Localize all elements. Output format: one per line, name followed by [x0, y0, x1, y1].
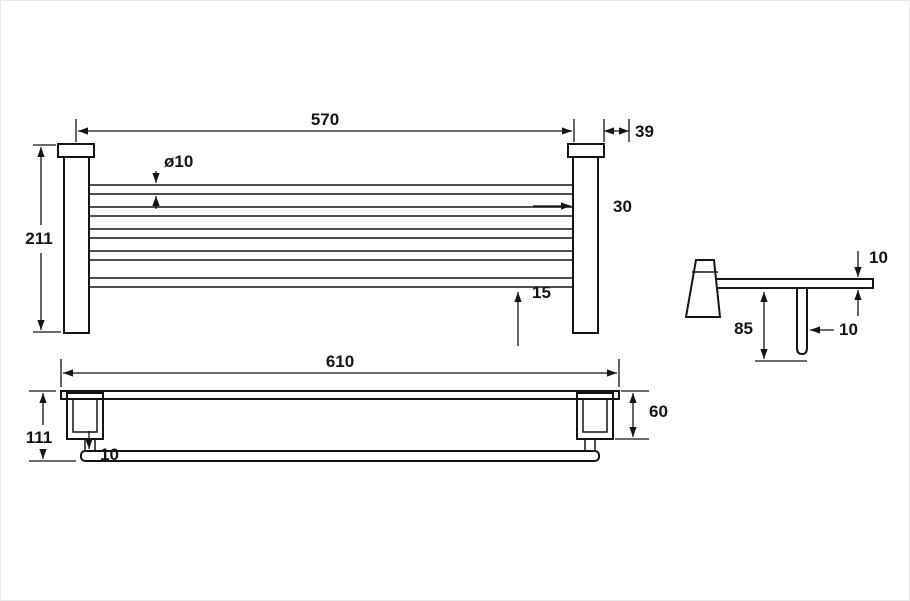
- rail-bars: [89, 184, 573, 288]
- side-view: 10 85 10: [684, 248, 888, 362]
- shelf-edge: [60, 390, 620, 400]
- left-post-cap: [57, 143, 95, 158]
- dim-label-15: 15: [532, 283, 551, 302]
- dim-front-height: 211: [25, 144, 61, 333]
- dim-front-width: 570: [75, 110, 575, 142]
- plan-view: 610 111 60 10: [26, 352, 668, 464]
- dim-rail-gap: 15: [514, 283, 551, 346]
- dim-label-85: 85: [734, 319, 753, 338]
- dim-label-39: 39: [635, 122, 654, 141]
- right-bracket-inner: [582, 398, 608, 433]
- dim-label-diameter: ø10: [164, 152, 193, 171]
- dim-label-side-10-bar: 10: [839, 320, 858, 339]
- dim-plan-depth: 111: [26, 390, 76, 462]
- dim-label-211: 211: [25, 229, 52, 248]
- dim-side-bar-width: 10: [810, 320, 858, 339]
- dim-bar-diameter: ø10: [152, 152, 193, 209]
- wall-bracket: [684, 259, 722, 318]
- right-post-cap: [567, 143, 605, 158]
- left-post: [63, 156, 90, 334]
- dim-label-60: 60: [649, 402, 668, 421]
- dim-plan-bar: 10: [85, 431, 119, 464]
- dim-label-plan-10: 10: [100, 445, 119, 464]
- dim-label-610: 610: [326, 352, 354, 371]
- dim-plan-width: 610: [60, 352, 620, 387]
- right-post: [572, 156, 599, 334]
- dim-label-111: 111: [26, 428, 53, 447]
- shelf-profile: [717, 278, 874, 289]
- front-view: 570 39 211 ø10 30: [25, 110, 654, 346]
- dim-label-side-10-top: 10: [869, 248, 888, 267]
- dim-front-offset: 39: [603, 119, 654, 142]
- dim-drop-height: 85: [734, 292, 807, 362]
- dim-bracket-depth: 60: [615, 390, 668, 440]
- towel-bar: [80, 450, 600, 462]
- dim-label-570: 570: [311, 110, 339, 129]
- dim-post-width: 30: [533, 197, 632, 216]
- dim-shelf-thickness: 10: [854, 248, 888, 316]
- dim-label-30: 30: [613, 197, 632, 216]
- left-bracket-inner: [72, 398, 98, 433]
- hanging-bar: [796, 288, 808, 356]
